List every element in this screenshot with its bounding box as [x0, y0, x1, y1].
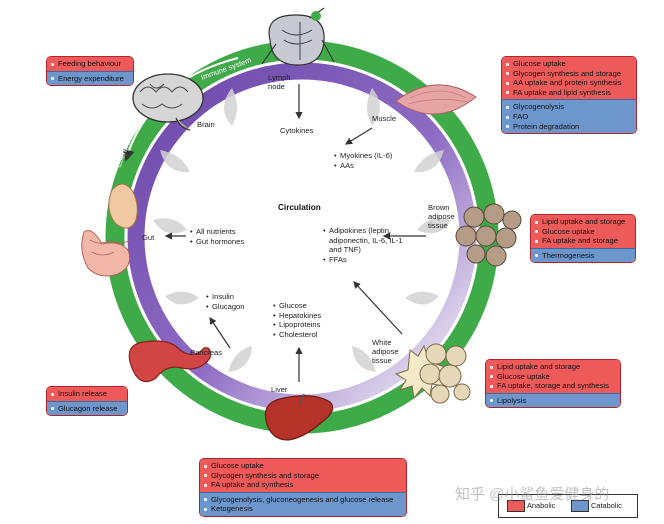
- liver-icon: [264, 393, 334, 441]
- list-item: AAs: [334, 161, 392, 171]
- gut-label: Gut: [142, 233, 155, 242]
- anabolic-legend-label: Anabolic: [527, 501, 556, 510]
- pancreas-label: Pancreas: [190, 348, 223, 357]
- brown-adipose-icon: [455, 203, 522, 267]
- anabolic-item: Glucose uptake: [502, 59, 636, 69]
- muscle-function-box: Glucose uptake Glycogen synthesis and st…: [501, 56, 637, 135]
- catabolic-item: Protein degradation: [502, 122, 636, 132]
- anabolic-item: Lipid uptake and storage: [531, 217, 635, 227]
- list-item: Cholesterol: [273, 330, 321, 340]
- white-adipose-function-box: Lipid uptake and storage Glucose uptake …: [485, 359, 621, 409]
- anabolic-item: Glycogen synthesis and storage: [200, 471, 406, 481]
- anabolic-item: FA uptake and lipid synthesis: [502, 88, 636, 98]
- muscle-signals: Myokines (IL-6) AAs: [334, 151, 392, 170]
- cytokines-label: Cytokines: [280, 126, 314, 135]
- anabolic-item: Insulin release: [47, 389, 127, 399]
- catabolic-item: Lipolysis: [486, 396, 620, 406]
- list-item: FFAs: [323, 255, 417, 265]
- anabolic-item: FA uptake and storage: [531, 236, 635, 246]
- anabolic-item: Glucose uptake: [200, 461, 406, 471]
- pancreas-function-box: Insulin release Glucagon release: [46, 386, 128, 417]
- pancreas-signals: Insulin Glucagon: [206, 292, 245, 311]
- liver-function-box: Glucose uptake Glycogen synthesis and st…: [199, 458, 407, 517]
- list-item: Adipokines (leptin, adiponectin, IL-6, I…: [323, 226, 417, 255]
- anabolic-item: FA uptake, storage and synthesis: [486, 381, 620, 391]
- catabolic-item: Glucagon release: [47, 404, 127, 414]
- watermark: 知乎 @小鲨鱼爱健身的: [455, 486, 610, 503]
- gut-icon: [81, 183, 138, 277]
- list-item: Insulin: [206, 292, 245, 302]
- anabolic-swatch: [507, 500, 525, 512]
- liver-signals: Glucose Hepatokines Lipoproteins Cholest…: [273, 301, 321, 339]
- anabolic-item: AA uptake and protein synthesis: [502, 78, 636, 88]
- catabolic-swatch: [571, 500, 589, 512]
- legend: Anabolic Catabolic: [498, 494, 638, 518]
- catabolic-item: Thermogenesis: [531, 251, 635, 261]
- list-item: Hepatokines: [273, 311, 321, 321]
- catabolic-item: FAO: [502, 112, 636, 122]
- list-item: All nutrients: [190, 227, 244, 237]
- brown-adipose-label: Brown adipose tissue: [428, 203, 455, 230]
- brain-function-box: Feeding behaviour Energy expenditure: [46, 56, 134, 87]
- brown-adipose-function-box: Lipid uptake and storage Glucose uptake …: [530, 214, 636, 264]
- anabolic-item: Glycogen synthesis and storage: [502, 69, 636, 79]
- white-adipose-label: White adipose tissue: [372, 338, 399, 365]
- list-item: Glucagon: [206, 302, 245, 312]
- catabolic-item: Glycogenolysis: [502, 102, 636, 112]
- afferent-label: Afferent: [202, 33, 232, 52]
- anabolic-item: Feeding behaviour: [47, 59, 133, 69]
- white-adipose-icon: [394, 343, 471, 404]
- catabolic-item: Energy expenditure: [47, 74, 133, 84]
- list-item: Gut hormones: [190, 237, 244, 247]
- pancreas-icon: [128, 340, 211, 383]
- list-item: Lipoproteins: [273, 320, 321, 330]
- anabolic-item: FA uptake and synthesis: [200, 480, 406, 490]
- catabolic-item: Glycogenolysis, gluconeogenesis and gluc…: [200, 495, 406, 505]
- inner-lobes: [153, 88, 451, 372]
- anabolic-item: Glucose uptake: [531, 227, 635, 237]
- anabolic-item: Lipid uptake and storage: [486, 362, 620, 372]
- lymph-node-label: Lymph node: [268, 73, 291, 91]
- list-item: Myokines (IL-6): [334, 151, 392, 161]
- muscle-label: Muscle: [372, 114, 397, 123]
- brain-icon: [132, 73, 204, 131]
- brain-label: Brain: [197, 120, 215, 129]
- catabolic-item: Ketogenesis: [200, 504, 406, 514]
- liver-label: Liver: [271, 385, 288, 394]
- gut-signals: All nutrients Gut hormones: [190, 227, 244, 246]
- adipose-signals: Adipokines (leptin, adiponectin, IL-6, I…: [323, 226, 417, 264]
- muscle-icon: [395, 84, 477, 115]
- list-item: Glucose: [273, 301, 321, 311]
- lymph-node-icon: [261, 7, 335, 66]
- catabolic-legend-label: Catabolic: [591, 501, 622, 510]
- circulation-title: Circulation: [278, 203, 321, 212]
- anabolic-item: Glucose uptake: [486, 372, 620, 382]
